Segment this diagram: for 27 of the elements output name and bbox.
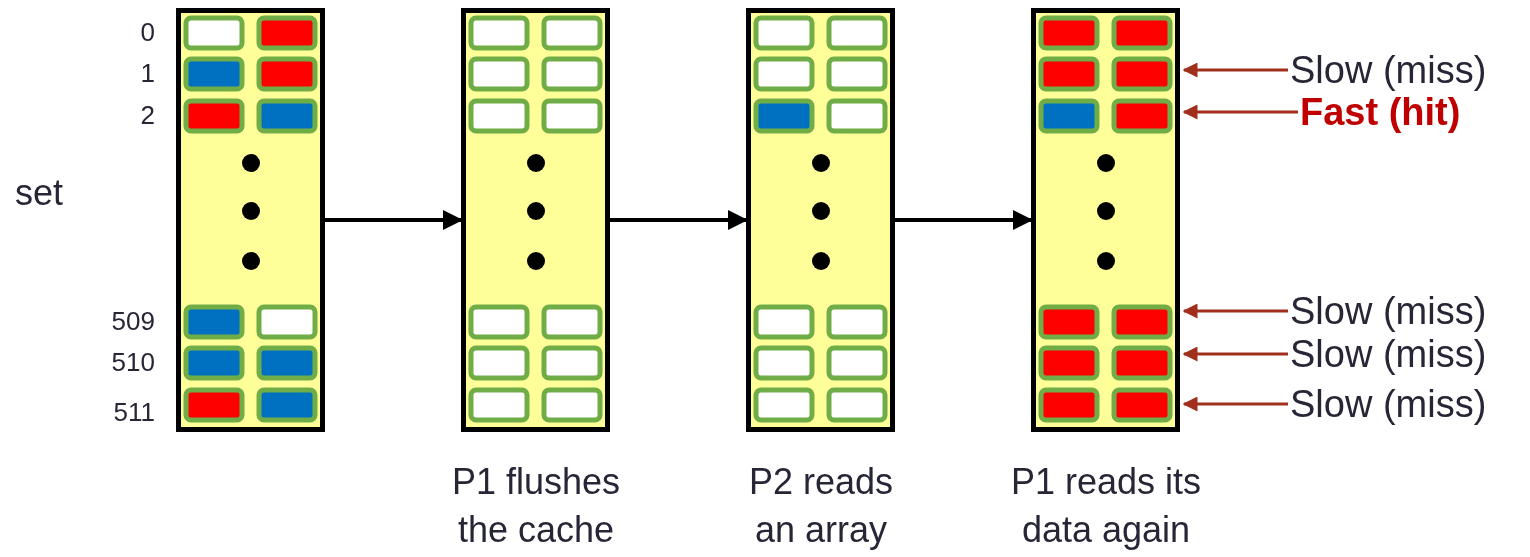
result-label: Fast (hit)	[1300, 90, 1461, 134]
axis-label: set	[15, 173, 65, 213]
result-label: Slow (miss)	[1290, 289, 1487, 333]
set-index: 0	[139, 17, 155, 47]
set-index: 2	[139, 100, 155, 130]
cache-column	[176, 8, 325, 432]
set-index: 511	[112, 397, 155, 427]
cache-column	[1031, 8, 1180, 432]
step-caption: P1 reads its data again	[1009, 460, 1203, 552]
arrow	[895, 210, 1033, 230]
leader-arrow	[1182, 104, 1298, 120]
step-caption: P2 reads an array	[747, 460, 895, 552]
leader-arrow	[1182, 396, 1288, 412]
step-caption: P1 flushes the cache	[450, 460, 622, 552]
result-label: Slow (miss)	[1290, 48, 1487, 92]
arrow	[325, 210, 463, 230]
result-label: Slow (miss)	[1290, 382, 1487, 426]
cache-column	[746, 8, 895, 432]
set-index: 1	[139, 58, 155, 88]
arrow	[610, 210, 748, 230]
set-index: 509	[110, 306, 155, 336]
cache-column	[461, 8, 610, 432]
leader-arrow	[1182, 62, 1288, 78]
result-label: Slow (miss)	[1290, 332, 1487, 376]
set-index: 510	[110, 347, 155, 377]
leader-arrow	[1182, 346, 1288, 362]
leader-arrow	[1182, 303, 1288, 319]
